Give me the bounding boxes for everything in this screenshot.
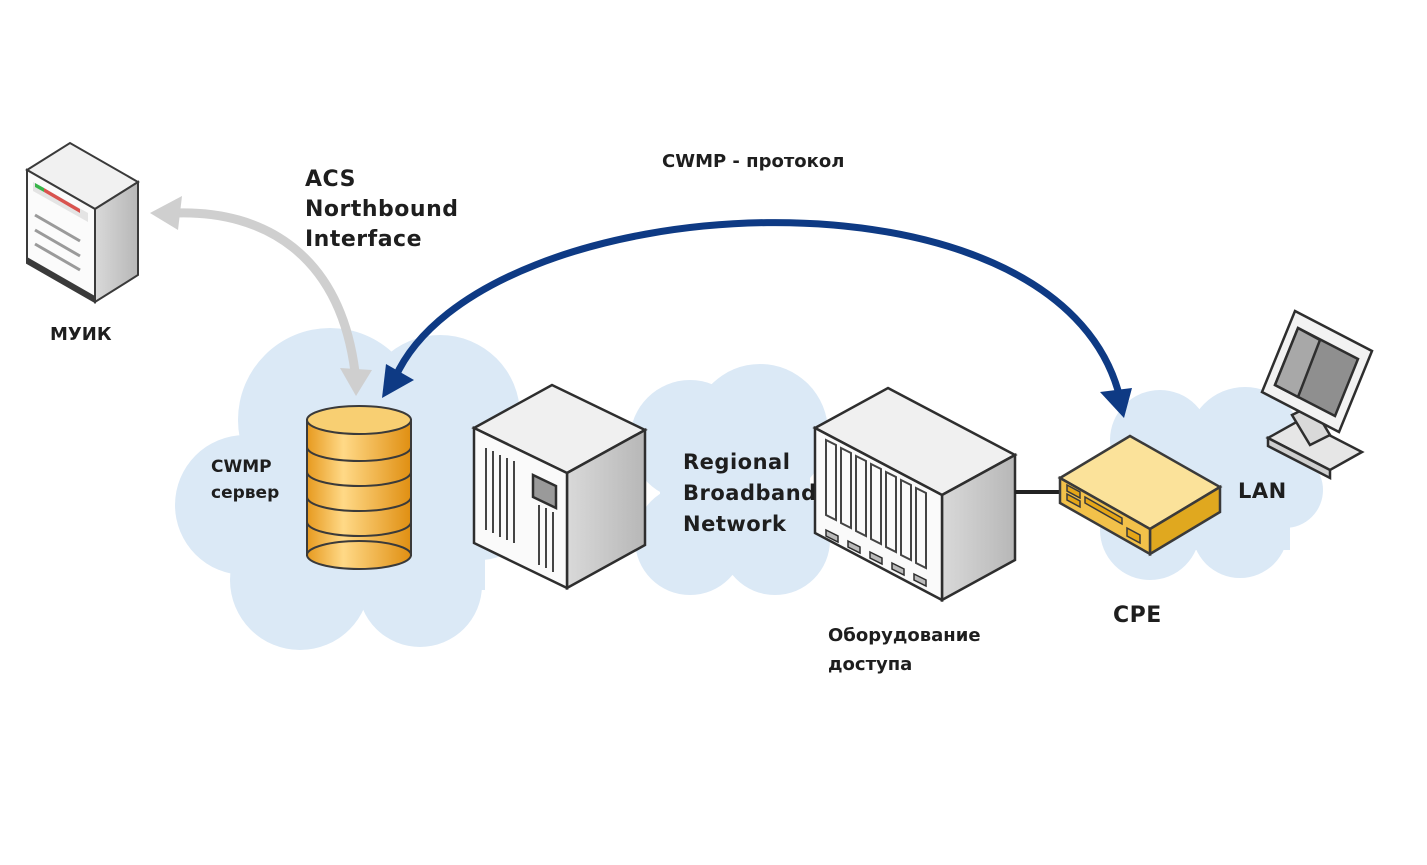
monitor-icon — [1260, 309, 1374, 481]
lan-label: LAN — [1238, 479, 1287, 503]
regional-network-label: Regional Broadband Network — [683, 450, 817, 536]
nbi-arrow — [150, 196, 372, 396]
cwmp-server-label: CWMP сервер — [211, 457, 280, 503]
router-icon — [1057, 434, 1223, 557]
rack-server-icon — [471, 383, 648, 591]
muik-label: МУИК — [50, 324, 112, 345]
tower-server-icon — [25, 141, 140, 304]
dslam-chassis-icon — [812, 386, 1018, 603]
cwmp-protocol-label: CWMP - протокол — [662, 151, 845, 172]
cloud-regional — [630, 364, 830, 595]
acs-nbi-label: ACS Northbound Interface — [305, 167, 459, 252]
access-equipment-label: Оборудование доступа — [828, 625, 981, 675]
database-stack-icon — [306, 405, 412, 570]
cpe-label: CPE — [1113, 603, 1162, 628]
cwmp-arrow — [382, 219, 1132, 418]
